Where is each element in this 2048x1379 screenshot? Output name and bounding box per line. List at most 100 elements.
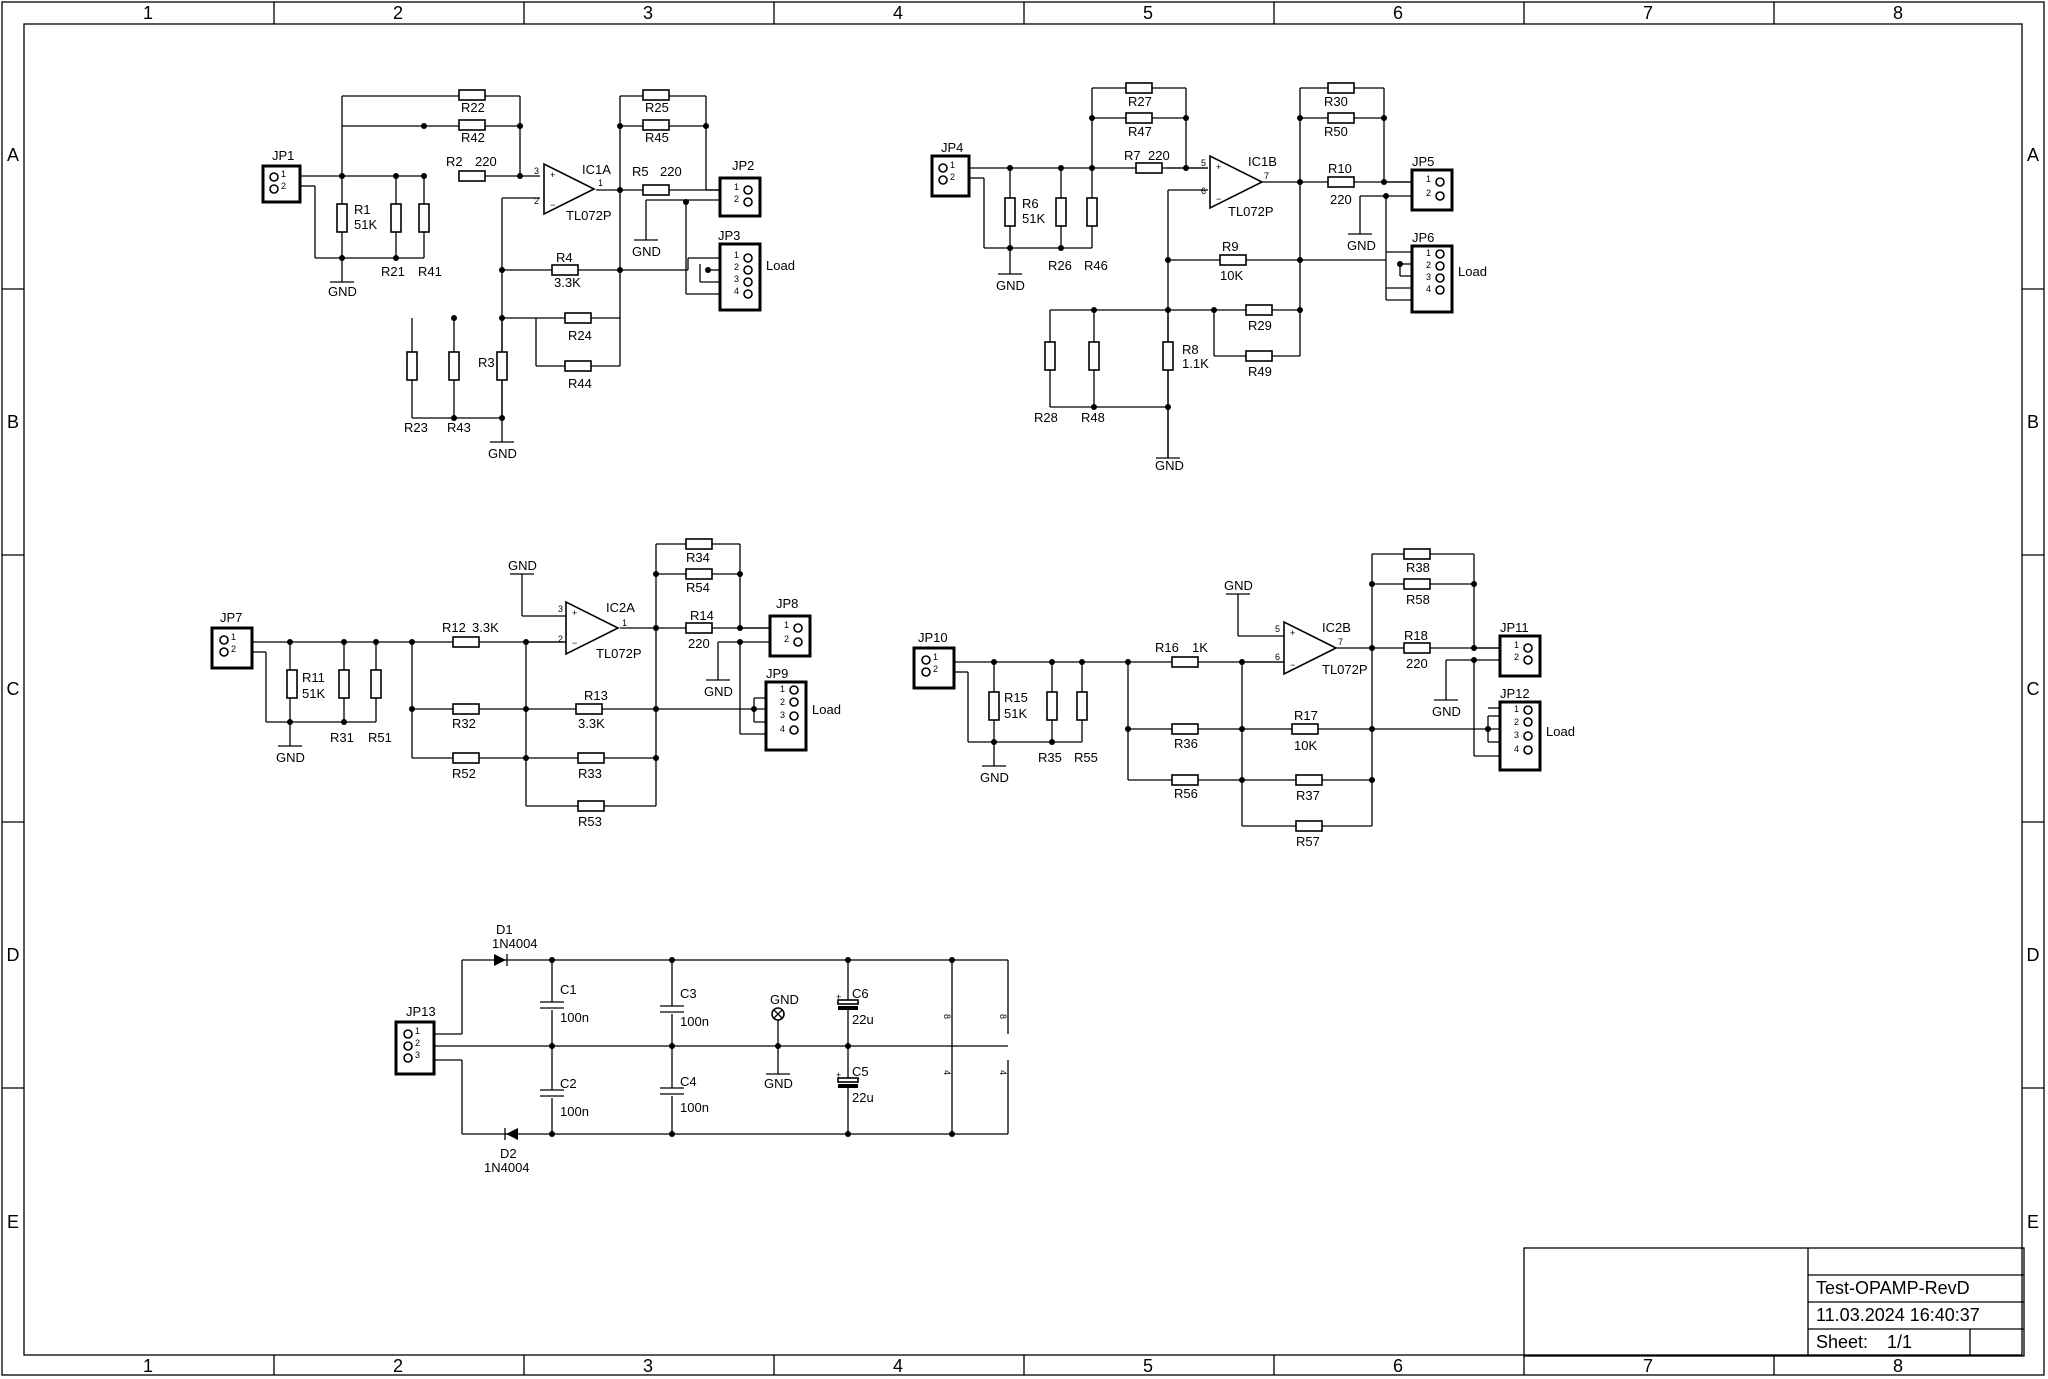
pin-number: 6 bbox=[1201, 186, 1206, 196]
value-r17: 10K bbox=[1294, 738, 1317, 753]
label-r51: R51 bbox=[368, 730, 392, 745]
gnd-label: GND bbox=[276, 750, 305, 765]
col-label-bottom: 1 bbox=[143, 1356, 153, 1376]
label-c1: C1 bbox=[560, 982, 577, 997]
pin-number: 4 bbox=[780, 724, 785, 734]
col-label-top: 1 bbox=[143, 3, 153, 23]
resistor-r34 bbox=[685, 538, 713, 550]
row-label-left: A bbox=[7, 145, 19, 165]
pin-number: 8 bbox=[998, 1014, 1008, 1019]
value-r1: 51K bbox=[354, 217, 377, 232]
connector-jp9 bbox=[764, 680, 808, 752]
label-tl072p: TL072P bbox=[566, 208, 612, 223]
col-label-bottom: 8 bbox=[1893, 1356, 1903, 1376]
pin-number: 3 bbox=[534, 166, 539, 176]
connector-jp4 bbox=[930, 154, 971, 198]
pin-number: 4 bbox=[734, 286, 739, 296]
resistor-r11 bbox=[286, 669, 298, 699]
resistor-r1 bbox=[336, 203, 348, 233]
label-c5: C5 bbox=[852, 1064, 869, 1079]
opamp-minus: − bbox=[1216, 194, 1221, 204]
label-r23: R23 bbox=[404, 420, 428, 435]
value-c2: 100n bbox=[560, 1104, 589, 1119]
label-jp2: JP2 bbox=[732, 158, 754, 173]
resistor-r45 bbox=[642, 119, 670, 131]
label-r46: R46 bbox=[1084, 258, 1108, 273]
resistor-r49 bbox=[1245, 350, 1273, 362]
gnd-label: GND bbox=[1224, 578, 1253, 593]
pin-number: 2 bbox=[415, 1038, 420, 1048]
value-r6: 51K bbox=[1022, 211, 1045, 226]
circuit-ic2a: GND GND GND + − 3 2 1 IC2A TL072P 1 bbox=[210, 538, 841, 829]
circuit-ic1a: GND GND GND + − 3 2 1 bbox=[261, 89, 795, 461]
resistor-r7 bbox=[1135, 162, 1163, 174]
label-r32: R32 bbox=[452, 716, 476, 731]
label-r43: R43 bbox=[447, 420, 471, 435]
pin-number: 1 bbox=[933, 652, 938, 662]
value-r18: 220 bbox=[1406, 656, 1428, 671]
value-c6: 22u bbox=[852, 1012, 874, 1027]
label-r14: R14 bbox=[690, 608, 714, 623]
resistor-r8 bbox=[1162, 341, 1174, 371]
label-r48: R48 bbox=[1081, 410, 1105, 425]
pin-number: 3 bbox=[734, 274, 739, 284]
resistor-r18 bbox=[1403, 642, 1431, 654]
label-r28: R28 bbox=[1034, 410, 1058, 425]
col-label-top: 2 bbox=[393, 3, 403, 23]
col-label-top: 4 bbox=[893, 3, 903, 23]
label-r29: R29 bbox=[1248, 318, 1272, 333]
pin-number: 2 bbox=[1426, 260, 1431, 270]
connector-jp6 bbox=[1410, 244, 1454, 314]
col-label-bottom: 3 bbox=[643, 1356, 653, 1376]
resistor-r22 bbox=[458, 89, 486, 101]
resistor-r54 bbox=[685, 568, 713, 580]
resistor-r36 bbox=[1171, 723, 1199, 735]
polarity-plus: + bbox=[836, 992, 841, 1002]
connector-jp7 bbox=[210, 626, 254, 670]
pin-number: 4 bbox=[1514, 744, 1519, 754]
resistor-r44 bbox=[564, 360, 592, 372]
pin-number: 3 bbox=[1514, 730, 1519, 740]
col-label-bottom: 5 bbox=[1143, 1356, 1153, 1376]
label-jp6: JP6 bbox=[1412, 230, 1434, 245]
col-label-bottom: 7 bbox=[1643, 1356, 1653, 1376]
label-r42: R42 bbox=[461, 130, 485, 145]
gnd-label: GND bbox=[508, 558, 537, 573]
connector-jp8 bbox=[768, 614, 812, 658]
col-label-top: 7 bbox=[1643, 3, 1653, 23]
resistor-r48 bbox=[1088, 341, 1100, 371]
value-r5: 220 bbox=[660, 164, 682, 179]
label-r31: R31 bbox=[330, 730, 354, 745]
pin-number: 5 bbox=[1275, 624, 1280, 634]
pin-number: 4 bbox=[998, 1070, 1008, 1075]
gnd-label: GND bbox=[1432, 704, 1461, 719]
connector-jp3 bbox=[718, 242, 762, 312]
label-r12: R12 bbox=[442, 620, 466, 635]
row-label-left: E bbox=[7, 1212, 19, 1232]
pin-number: 2 bbox=[734, 262, 739, 272]
value-r9: 10K bbox=[1220, 268, 1243, 283]
label-r53: R53 bbox=[578, 814, 602, 829]
pin-number: 1 bbox=[281, 169, 286, 179]
label-r52: R52 bbox=[452, 766, 476, 781]
opamp-plus: + bbox=[1216, 162, 1221, 172]
value-r11: 51K bbox=[302, 686, 325, 701]
gnd-label: GND bbox=[704, 684, 733, 699]
label-c4: C4 bbox=[680, 1074, 697, 1089]
opamp-minus: − bbox=[572, 638, 577, 648]
connector-jp10 bbox=[912, 646, 956, 690]
resistor-r4 bbox=[551, 264, 579, 276]
sheet-datetime: 11.03.2024 16:40:37 bbox=[1816, 1305, 1980, 1325]
label-r15: R15 bbox=[1004, 690, 1028, 705]
opamp-ic2b bbox=[1283, 620, 1338, 676]
row-label-right: A bbox=[2027, 145, 2039, 165]
resistor-r33 bbox=[577, 752, 605, 764]
connector-jp1 bbox=[261, 164, 302, 204]
value-c5: 22u bbox=[852, 1090, 874, 1105]
resistor-r42 bbox=[458, 119, 486, 131]
resistor-r6 bbox=[1004, 197, 1016, 227]
pin-number: 4 bbox=[1426, 284, 1431, 294]
pin-number: 5 bbox=[1201, 158, 1206, 168]
value-d2: 1N4004 bbox=[484, 1160, 530, 1175]
label-r1: R1 bbox=[354, 202, 371, 217]
